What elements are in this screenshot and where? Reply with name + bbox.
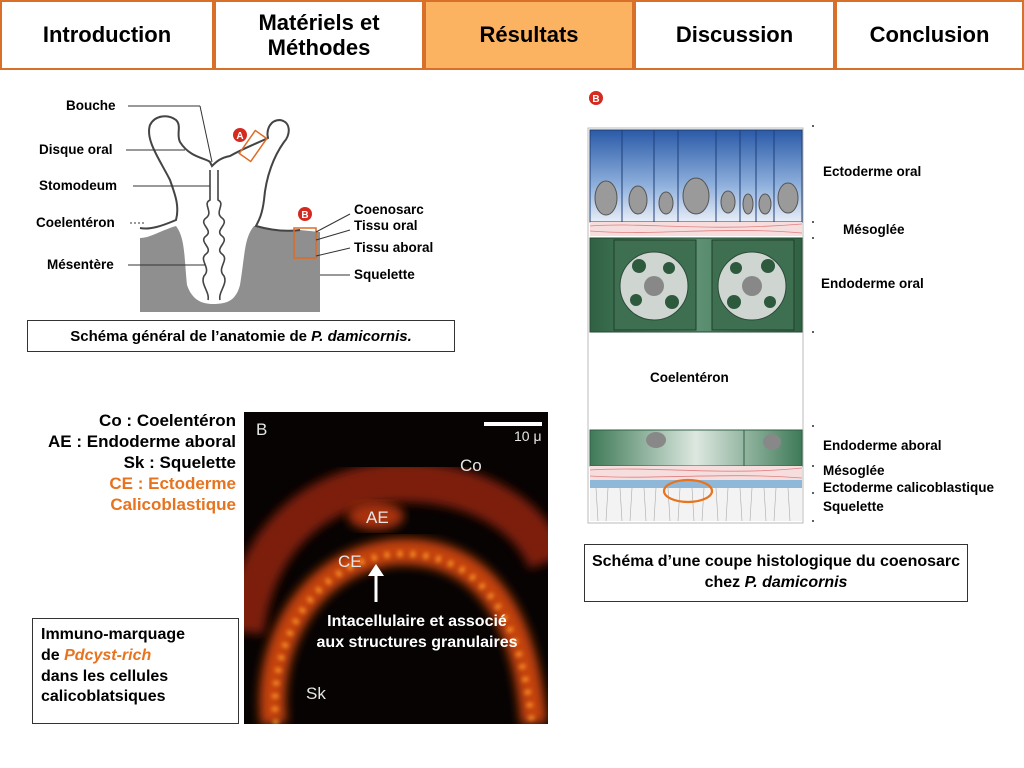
marker-a-label: A xyxy=(236,131,243,142)
label-squelette-anatomy: Squelette xyxy=(354,267,415,282)
label-disque-oral: Disque oral xyxy=(39,142,113,157)
micrograph-legend: Co : Coelentéron AE : Endoderme aboral S… xyxy=(14,410,236,515)
mesoglee-band-2 xyxy=(590,466,802,480)
box-b xyxy=(293,227,317,259)
tab-introduction[interactable]: Introduction xyxy=(0,0,214,70)
marker-a xyxy=(233,128,247,142)
label-endoderme-aboral: Endoderme aboral xyxy=(823,438,942,453)
legend-sk: Sk : Squelette xyxy=(123,453,236,472)
micrograph-sk-label: Sk xyxy=(306,684,326,703)
endoderm-oral-cells xyxy=(589,237,803,333)
legend-ae: AE : Endoderme aboral xyxy=(48,432,236,451)
anatomy-diagram: A B xyxy=(126,105,351,312)
micrograph-image xyxy=(244,422,548,724)
calicoblastic-highlight xyxy=(662,478,714,504)
section-tabs: Introduction Matériels et Méthodes Résul… xyxy=(0,0,1024,70)
polyp-outline xyxy=(139,115,301,232)
histology-caption-text: Schéma d’une coupe histologique du coeno… xyxy=(591,553,961,591)
micrograph-ce-label: CE xyxy=(338,552,362,571)
anatomy-caption: Schéma général de l’anatomie de P. damic… xyxy=(27,320,455,352)
histology-marker-label: B xyxy=(592,94,599,105)
marker-b xyxy=(298,207,312,221)
tab-discussion[interactable]: Discussion xyxy=(634,0,835,70)
mesentery-right xyxy=(217,170,226,301)
label-coenosarc: Coenosarc xyxy=(354,202,424,217)
immuno-line3: dans les cellules xyxy=(41,667,169,685)
micrograph-ae-label: AE xyxy=(366,508,389,527)
label-endoderme-oral: Endoderme oral xyxy=(821,276,924,291)
box-a xyxy=(238,129,268,163)
label-ectoderme-calicoblastique: Ectoderme calicoblastique xyxy=(823,480,995,495)
anatomy-caption-text: Schéma général de l’anatomie de xyxy=(70,327,307,345)
tab-conclusion[interactable]: Conclusion xyxy=(835,0,1024,70)
label-squelette-histology: Squelette xyxy=(823,499,884,514)
histology-caption: Schéma d’une coupe histologique du coeno… xyxy=(584,544,968,602)
legend-ce-line1: CE : Ectoderme xyxy=(109,474,236,493)
label-stomodeum: Stomodeum xyxy=(39,178,118,193)
tab-materiels-methodes[interactable]: Matériels et Méthodes xyxy=(214,0,424,70)
immuno-de: de xyxy=(41,646,65,664)
immuno-line1: Immuno-marquage xyxy=(41,626,186,643)
micrograph-annotation: Intacellulaire et associé aux structures… xyxy=(296,612,538,654)
skeleton-shape xyxy=(140,226,320,312)
micrograph-panel-label: B xyxy=(256,420,268,439)
label-mesoglee-1: Mésoglée xyxy=(843,222,905,237)
anatomy-caption-species: P. damicornis. xyxy=(311,327,412,345)
label-mesentere: Mésentère xyxy=(47,257,114,272)
mesentery-left xyxy=(202,170,211,301)
immuno-protein: Pdcyst-rich xyxy=(64,646,152,664)
label-tissu-oral: Tissu oral xyxy=(354,218,418,233)
calicoblastic-layer xyxy=(590,480,802,488)
label-mesoglee-2: Mésoglée xyxy=(823,463,885,478)
endoderm-aboral-cells xyxy=(589,429,803,467)
micrograph-co-label: Co xyxy=(460,456,482,475)
histology-caption-species: P. damicornis xyxy=(744,574,848,591)
label-tissu-aboral: Tissu aboral xyxy=(354,240,434,255)
label-coelenteron-histology: Coelentéron xyxy=(650,370,729,385)
legend-ce-line2: Calicoblastique xyxy=(110,495,236,514)
ectoderm-oral-cells xyxy=(589,129,803,223)
label-bouche: Bouche xyxy=(66,98,116,113)
micrograph-annotation-line2: aux structures granulaires xyxy=(316,633,518,651)
label-ectoderme-oral: Ectoderme oral xyxy=(823,164,922,179)
label-coelenteron-anatomy: Coelentéron xyxy=(36,215,115,230)
micrograph-annotation-line1: Intacellulaire et associé xyxy=(327,613,507,630)
micrograph-scale-label: 10 μ xyxy=(514,428,542,444)
immuno-caption: Immuno-marquage de Pdcyst-rich dans les … xyxy=(32,618,239,724)
skeleton-layer xyxy=(590,488,802,521)
tab-resultats[interactable]: Résultats xyxy=(424,0,634,70)
histology-marker xyxy=(589,91,603,105)
legend-co: Co : Coelentéron xyxy=(99,411,236,430)
immuno-line4: calicoblatsiques xyxy=(41,688,166,706)
histology-diagram: B xyxy=(587,91,814,524)
fluorescence-micrograph: B 10 μ Co AE CE Sk Intacellulaire et ass… xyxy=(244,412,548,724)
marker-b-label: B xyxy=(301,210,308,221)
mesoglee-band-1 xyxy=(590,222,802,236)
